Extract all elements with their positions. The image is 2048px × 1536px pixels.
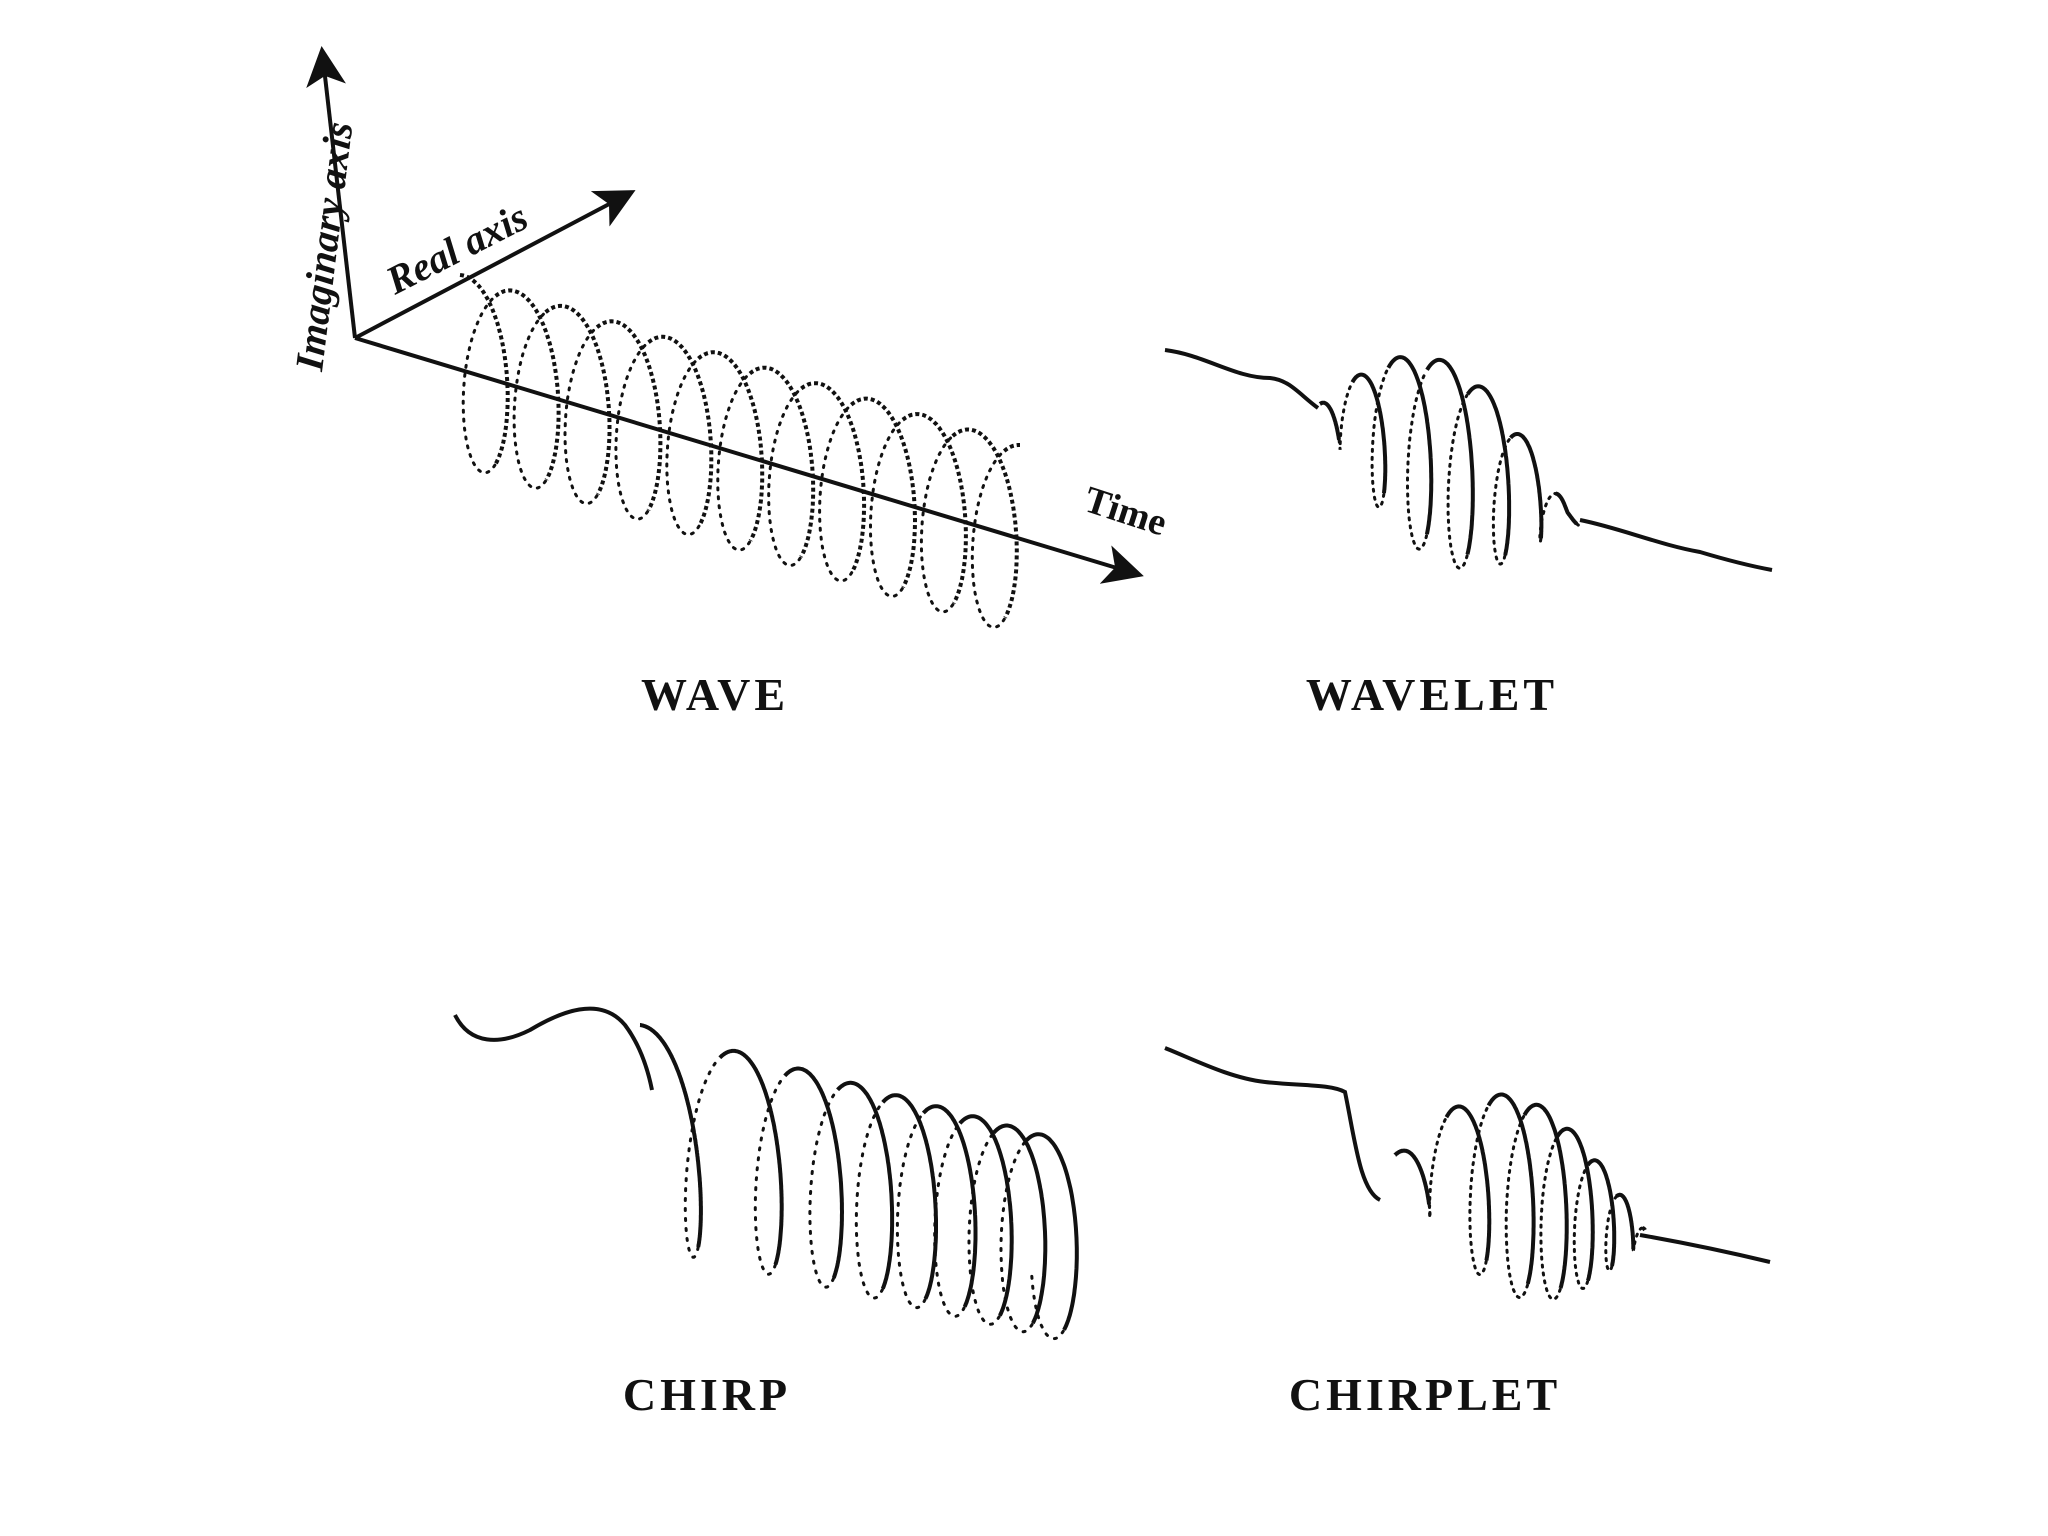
chirp-panel: CHIRP (453, 1006, 1079, 1420)
chirplet-curve-front (1164, 1046, 1771, 1289)
wave-panel: Imaginary axis Real axis Time WAVE (286, 46, 1172, 720)
wavelet-label: WAVELET (1306, 669, 1558, 720)
real-axis-line (354, 190, 636, 340)
chirplet-panel: CHIRPLET (1164, 1046, 1771, 1420)
wave-label: WAVE (641, 669, 789, 720)
real-axis-label: Real axis (378, 194, 535, 304)
wavelet-panel: WAVELET (1164, 348, 1773, 720)
imaginary-axis-line (306, 46, 357, 339)
chirp-curve-front (453, 1006, 1079, 1331)
wavelet-curve-front (1164, 348, 1773, 572)
wave-helix-front (459, 273, 1020, 619)
wave-helix-back (461, 295, 1006, 629)
chirp-curve-back (683, 1056, 1065, 1341)
time-axis-label: Time (1079, 479, 1172, 545)
chirplet-label: CHIRPLET (1289, 1369, 1561, 1420)
imaginary-axis-label: Imaginary axis (286, 119, 361, 374)
time-axis-line (354, 336, 1144, 584)
chirp-label: CHIRP (623, 1369, 791, 1420)
wavelet-curve-back (1337, 367, 1582, 570)
chirplet-curve-back (1427, 1105, 1645, 1301)
